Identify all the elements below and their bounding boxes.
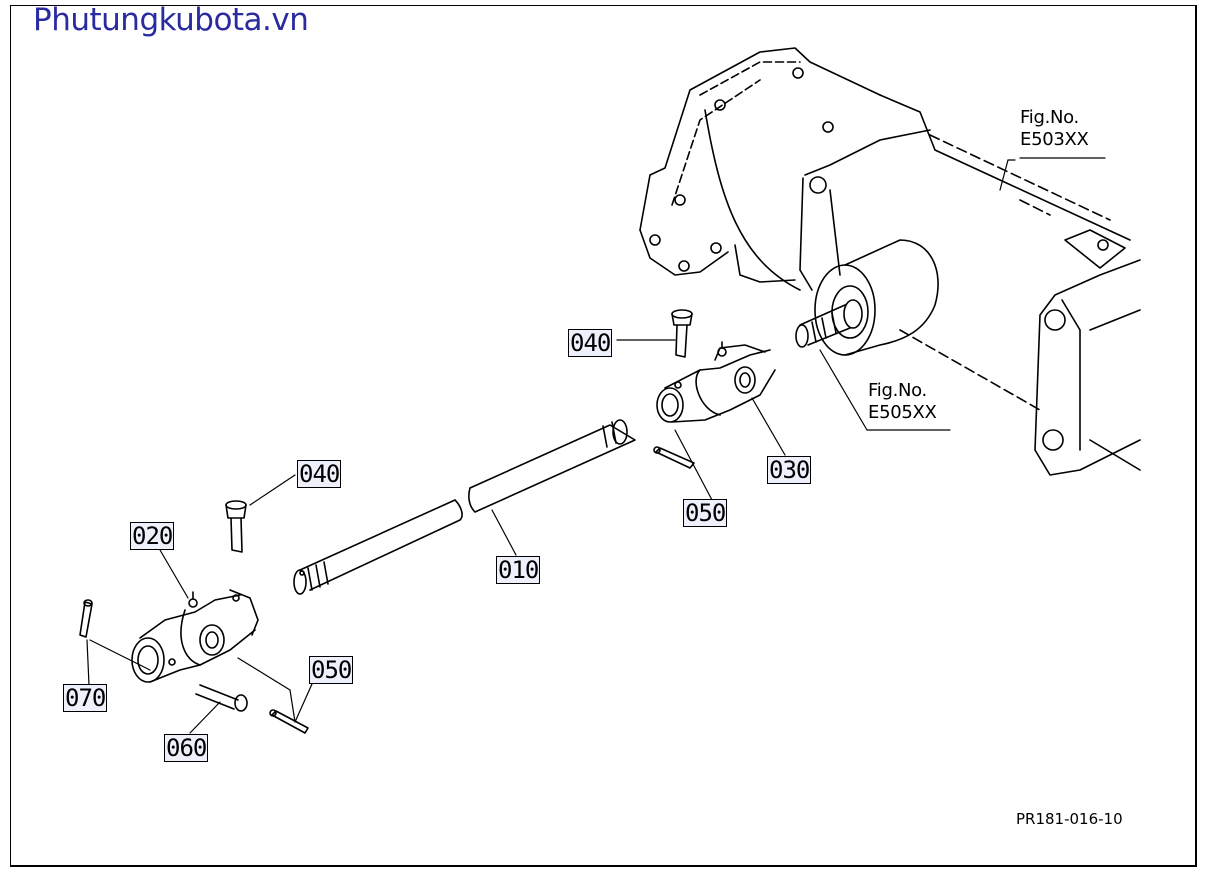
diagram-frame — [10, 5, 1197, 867]
callout-010[interactable]: 010 — [496, 556, 541, 584]
callout-040-top[interactable]: 040 — [297, 460, 342, 488]
universal-joint-030 — [656, 341, 776, 423]
figure-ref-e503: Fig.No. E503XX — [1020, 107, 1089, 151]
figure-ref-e505: Fig.No. E505XX — [868, 380, 937, 424]
figure-ref-e505-line2: E505XX — [868, 402, 937, 423]
callout-070[interactable]: 070 — [63, 684, 108, 712]
transmission-housing — [639, 47, 1141, 476]
callout-030[interactable]: 030 — [767, 456, 812, 484]
pin-060 — [195, 684, 248, 712]
site-watermark: Phutungkubota.vn — [33, 2, 309, 38]
clevis-pin-040-right — [671, 309, 693, 358]
pin-070 — [79, 599, 93, 638]
cotter-pin-050-right — [653, 446, 695, 469]
callout-040-left[interactable]: 040 — [568, 329, 613, 357]
cotter-pin-050-left — [269, 709, 309, 734]
figure-ref-e503-line1: Fig.No. — [1020, 107, 1079, 128]
drive-shaft-010 — [293, 419, 636, 595]
clevis-pin-040-left — [225, 500, 247, 553]
figure-ref-e503-line2: E503XX — [1020, 129, 1089, 150]
callout-050-top[interactable]: 050 — [683, 499, 728, 527]
drawing-code: PR181-016-10 — [1016, 810, 1123, 828]
callout-050-bottom[interactable]: 050 — [309, 656, 354, 684]
figure-ref-e505-line1: Fig.No. — [868, 380, 927, 401]
universal-joint-020 — [131, 589, 259, 683]
leader-lines — [86, 157, 1106, 734]
callout-020[interactable]: 020 — [130, 522, 175, 550]
callout-060[interactable]: 060 — [164, 734, 209, 762]
